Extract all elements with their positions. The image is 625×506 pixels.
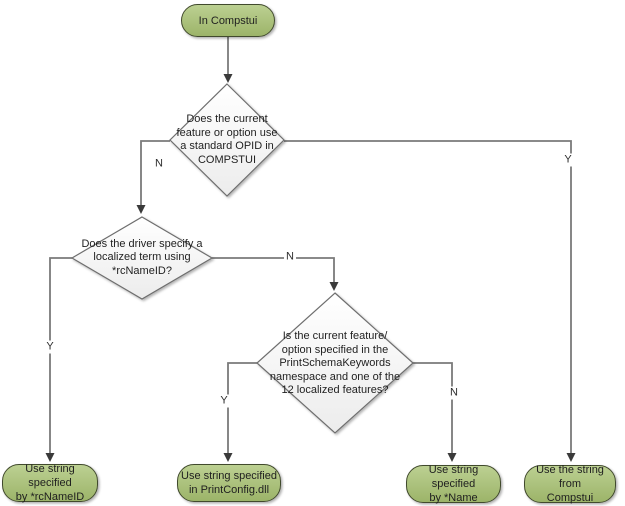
arrowhead-into-opid (223, 74, 233, 83)
end-node-compstui: Use the string from Compstui (524, 464, 616, 504)
decision-schema-diamond (256, 292, 414, 434)
arrowhead-into-end-name (447, 453, 457, 462)
decision-rcnameid-diamond (70, 216, 214, 300)
end-node-compstui-label: Use the string from Compstui (536, 464, 604, 504)
connector-rcnameid-yes (49, 257, 72, 453)
edge-label-rcnameid-no: N (284, 250, 296, 264)
end-node-name-label: Use string specified by *Name (428, 464, 479, 504)
connector-schema-no (413, 362, 453, 453)
decision-opid-diamond (169, 83, 285, 197)
end-node-printconfig: Use string specified in PrintConfig.dll (177, 464, 281, 502)
edge-label-opid-yes: Y (562, 153, 574, 167)
edge-label-opid-no: N (153, 157, 165, 171)
edge-label-schema-no: N (448, 386, 460, 400)
end-node-name: Use string specified by *Name (406, 464, 501, 504)
connector-schema-yes (227, 362, 257, 453)
arrowhead-into-end-printconfig (223, 453, 233, 462)
connector-rcnameid-no (212, 257, 335, 282)
arrowhead-into-rcnameid (136, 205, 146, 214)
edge-label-schema-yes: Y (218, 394, 230, 408)
connector-opid-no (140, 140, 170, 205)
end-node-rcnameid: Use string specified by *rcNameID (2, 463, 98, 503)
connector-opid-yes (284, 140, 572, 453)
arrowhead-into-end-rcnameid (45, 453, 55, 462)
end-node-rcnameid-label: Use string specified by *rcNameID (15, 463, 85, 503)
end-node-printconfig-label: Use string specified in PrintConfig.dll (181, 470, 277, 496)
arrowhead-into-end-compstui (566, 453, 576, 462)
arrowhead-into-schema (329, 282, 339, 291)
start-node: In Compstui (181, 4, 275, 37)
edge-label-rcnameid-yes: Y (44, 340, 56, 354)
start-node-label: In Compstui (198, 14, 258, 27)
